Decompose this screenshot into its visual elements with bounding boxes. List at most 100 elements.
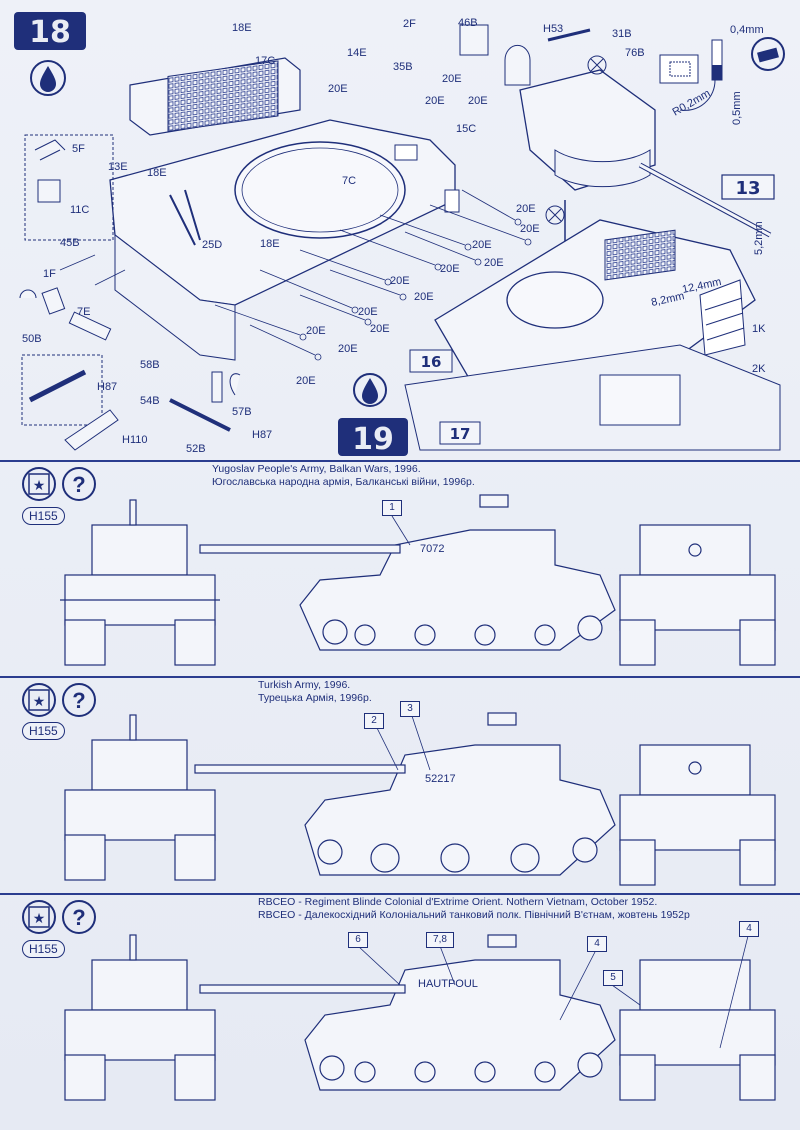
paint-code-badge: H155 xyxy=(22,940,65,958)
svg-text:H87: H87 xyxy=(252,429,272,441)
decal-callout: 7,8 xyxy=(426,932,454,948)
svg-text:20E: 20E xyxy=(390,275,410,287)
bolt-arrows xyxy=(59,189,532,361)
svg-text:20E: 20E xyxy=(440,263,460,275)
star-insignia-icon: ★ xyxy=(22,900,56,934)
decal-callout: 5 xyxy=(603,970,623,986)
svg-text:?: ? xyxy=(72,688,85,713)
step-13-badge: 13 xyxy=(721,174,775,200)
decal-callout: 1 xyxy=(382,500,402,516)
star-insignia-icon: ★ xyxy=(22,467,56,501)
section-divider xyxy=(0,460,800,462)
svg-text:0,5mm: 0,5mm xyxy=(731,91,743,125)
svg-text:20E: 20E xyxy=(296,375,316,387)
step-17-badge: 17 xyxy=(439,421,481,445)
svg-text:14E: 14E xyxy=(347,47,367,59)
svg-text:20E: 20E xyxy=(338,343,358,355)
svg-text:16: 16 xyxy=(421,353,442,371)
svg-text:HAUTPOUL: HAUTPOUL xyxy=(418,978,478,990)
svg-text:20E: 20E xyxy=(516,203,536,215)
svg-text:25D: 25D xyxy=(202,239,222,251)
paint-drop-icon xyxy=(30,60,66,96)
svg-text:45B: 45B xyxy=(60,237,80,249)
decal-callout: 6 xyxy=(348,932,368,948)
svg-text:18E: 18E xyxy=(232,22,252,34)
scheme-3-caption-ua: RBCEO - Далекосхідний Колоніальний танко… xyxy=(258,909,690,921)
svg-text:5,2mm: 5,2mm xyxy=(753,221,765,255)
svg-text:58B: 58B xyxy=(140,359,160,371)
svg-text:46B: 46B xyxy=(458,17,478,29)
star-insignia-icon: ★ xyxy=(22,683,56,717)
scheme-1-drawings xyxy=(60,494,776,666)
scheme-3-caption-en: RBCEO - Regiment Blinde Colonial d'Extri… xyxy=(258,896,658,908)
paint-code-badge: H155 xyxy=(22,507,65,525)
vehicle-markings: 7072 52217 HAUTPOUL xyxy=(418,543,478,990)
svg-text:20E: 20E xyxy=(328,83,348,95)
svg-text:★: ★ xyxy=(33,910,46,926)
scheme-2-caption-en: Turkish Army, 1996. xyxy=(258,679,351,691)
engine-deck-plate xyxy=(129,57,301,136)
step-19-badge: 19 xyxy=(338,418,408,457)
section-divider xyxy=(0,676,800,678)
scheme-2-drawings xyxy=(64,712,776,886)
turret-assembly xyxy=(459,24,785,302)
decal-callout: 3 xyxy=(400,701,420,717)
svg-text:2F: 2F xyxy=(403,18,416,30)
scheme-2-caption-ua: Турецька Армія, 1996р. xyxy=(258,692,372,704)
svg-text:18E: 18E xyxy=(260,238,280,250)
svg-text:1F: 1F xyxy=(43,268,56,280)
svg-text:20E: 20E xyxy=(442,73,462,85)
svg-text:20E: 20E xyxy=(306,325,326,337)
scheme-1-caption-en: Yugoslav People's Army, Balkan Wars, 199… xyxy=(212,463,421,475)
svg-text:7C: 7C xyxy=(342,175,356,187)
decal-callout: 4 xyxy=(739,921,759,937)
svg-text:54B: 54B xyxy=(140,395,160,407)
hull-top xyxy=(109,119,460,361)
svg-text:?: ? xyxy=(72,472,85,497)
svg-text:20E: 20E xyxy=(472,239,492,251)
svg-text:★: ★ xyxy=(33,693,46,709)
svg-text:20E: 20E xyxy=(468,95,488,107)
svg-text:17C: 17C xyxy=(255,55,275,67)
question-icon: ? xyxy=(62,900,96,934)
svg-text:19: 19 xyxy=(352,422,394,457)
svg-text:35B: 35B xyxy=(393,61,413,73)
svg-text:13E: 13E xyxy=(108,161,128,173)
svg-text:7072: 7072 xyxy=(420,543,444,555)
svg-text:18: 18 xyxy=(29,15,71,50)
svg-text:52B: 52B xyxy=(186,443,206,455)
svg-text:0,4mm: 0,4mm xyxy=(730,24,764,36)
callout-leaders xyxy=(357,515,749,1049)
svg-text:H110: H110 xyxy=(122,434,147,446)
question-icon: ? xyxy=(62,683,96,717)
svg-text:20E: 20E xyxy=(484,257,504,269)
question-icon: ? xyxy=(62,467,96,501)
scheme-icons: ★ ? ★ ? ★ ? xyxy=(22,467,96,934)
paint-code-badge: H155 xyxy=(22,722,65,740)
step-18-badge: 18 xyxy=(14,12,86,50)
paint-drop-icon-2 xyxy=(353,373,387,407)
svg-text:31B: 31B xyxy=(612,28,632,40)
svg-text:76B: 76B xyxy=(625,47,645,59)
part-labels: 18E 17C 2F 46B H53 31B 76B 14E 35B 20E 2… xyxy=(22,17,766,455)
svg-text:★: ★ xyxy=(33,477,46,493)
svg-text:?: ? xyxy=(72,905,85,930)
section-divider xyxy=(0,893,800,895)
svg-text:7E: 7E xyxy=(77,306,90,318)
svg-text:H87: H87 xyxy=(97,381,117,393)
svg-text:R0,2mm: R0,2mm xyxy=(671,87,713,118)
decal-callout: 2 xyxy=(364,713,384,729)
decal-callout: 4 xyxy=(587,936,607,952)
svg-text:50B: 50B xyxy=(22,333,42,345)
svg-text:13: 13 xyxy=(735,178,760,199)
step-16-badge: 16 xyxy=(409,349,453,373)
svg-text:18E: 18E xyxy=(147,167,167,179)
svg-text:11C: 11C xyxy=(70,204,89,216)
scheme-3-drawings xyxy=(64,934,776,1101)
svg-text:17: 17 xyxy=(450,425,471,443)
svg-text:57B: 57B xyxy=(232,406,252,418)
svg-text:20E: 20E xyxy=(425,95,445,107)
svg-text:H53: H53 xyxy=(543,23,563,35)
svg-text:20E: 20E xyxy=(370,323,390,335)
